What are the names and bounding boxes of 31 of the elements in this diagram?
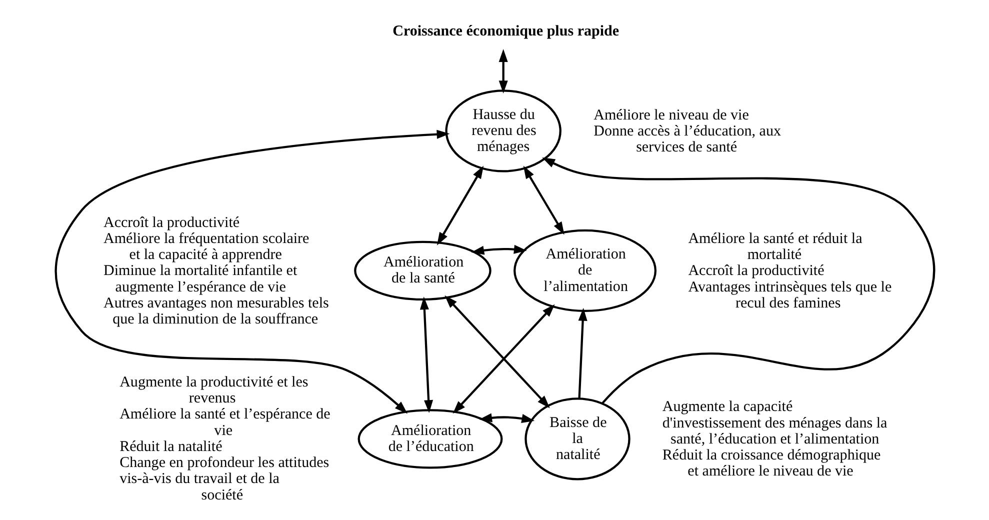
node-label: Autres avantages non mesurables tels que la diminution de la souffrance [102, 294, 328, 328]
node-text: Croissance économique plus rapide [392, 23, 619, 40]
arrow [578, 307, 587, 398]
arrow [522, 165, 564, 234]
node-label: Diminue la mortalité infantile et augmente l’espérance de vie [102, 262, 297, 295]
arrow [54, 129, 450, 414]
node-ellipse: Amélioration de la santé [354, 240, 491, 300]
arrow [452, 304, 554, 414]
arrow [498, 48, 508, 94]
arrow [436, 165, 484, 245]
node-label: Améliore la santé et l’espérance de vie [119, 406, 330, 438]
node-ellipse: Baisse de la natalité [524, 397, 630, 480]
node-ellipse: Hausse du revenu des ménages [444, 89, 561, 172]
node-label: Améliore le niveau de vie [593, 106, 748, 123]
node-label: Augmente la capacité d'investissement des ménages dans la santé, l’éducation et l’alimentation [662, 398, 887, 447]
node-label: Accroît la productivité [102, 214, 240, 230]
node-label: Réduit la croissance démographique et améliore le niveau de vie [662, 447, 880, 480]
arrow [470, 244, 526, 254]
node-label: Améliore la santé et réduit la mortalité [688, 230, 862, 263]
node-label: Réduit la natalité [119, 438, 222, 454]
node-label: Augmente la productivité et les revenus [119, 374, 308, 406]
arrow [444, 294, 550, 408]
arrow [542, 156, 935, 404]
arrow [419, 296, 433, 413]
arrow [478, 412, 534, 422]
node-label: Donne accès à l’éducation, aux services de santé [593, 122, 781, 156]
node-label: Accroît la productivité [688, 262, 824, 279]
node-label: Avantages intrinsèques tels que le recul des famines [688, 278, 892, 311]
node-label: Change en profondeur les attitudes vis-à-vis du travail et de la société [119, 454, 329, 503]
node-label: Améliore la fréquentation scolaire et la capacité à apprendre [102, 230, 309, 263]
node-ellipse: Amélioration de l’éducation [357, 408, 502, 468]
